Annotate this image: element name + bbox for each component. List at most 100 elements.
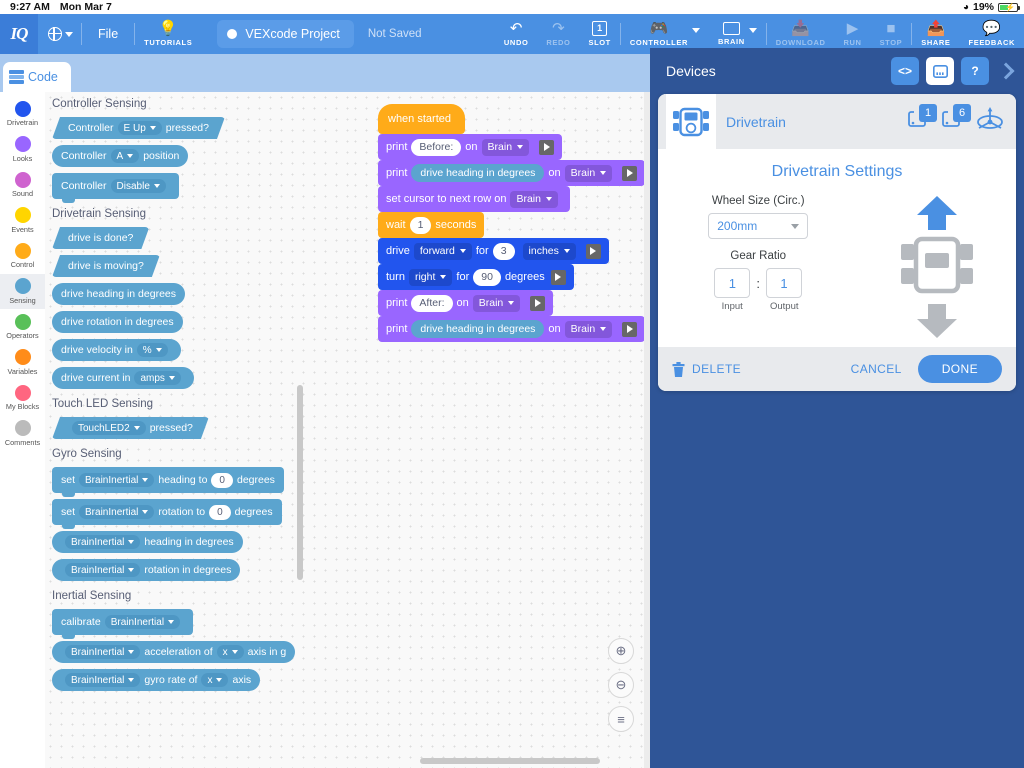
category-events[interactable]: Events (0, 203, 45, 239)
workspace-block[interactable]: when started (378, 104, 465, 134)
block-dropdown[interactable]: inches (522, 242, 576, 260)
category-sound[interactable]: Sound (0, 167, 45, 203)
expand-arrow-icon[interactable] (550, 269, 566, 285)
expand-arrow-icon[interactable] (585, 243, 601, 259)
wheel-size-select[interactable]: 200mm (708, 213, 809, 239)
block-input[interactable]: 3 (492, 242, 515, 260)
share-button[interactable]: 📤 SHARE (912, 14, 959, 54)
help-icon[interactable]: ? (961, 57, 989, 85)
block-dropdown[interactable]: BrainInertial (65, 645, 141, 659)
reporter-block[interactable]: drive heading in degrees (411, 320, 545, 338)
expand-arrow-icon[interactable] (622, 321, 638, 337)
block-dropdown[interactable]: BrainInertial (79, 505, 155, 519)
block-dropdown[interactable]: x (201, 673, 229, 687)
block-input[interactable]: 90 (473, 268, 501, 286)
block-dropdown[interactable]: forward (413, 242, 472, 260)
block-dropdown[interactable]: Brain (510, 190, 558, 208)
block-dropdown[interactable]: % (136, 343, 168, 357)
palette-block[interactable]: drive is moving? (52, 255, 160, 277)
device-card-header[interactable]: Drivetrain 1 6 (658, 94, 1016, 149)
left-motor-port[interactable]: 1 (908, 104, 937, 134)
reporter-block[interactable]: drive heading in degrees (411, 164, 545, 182)
block-input[interactable]: Before: (411, 138, 462, 156)
tab-code[interactable]: Code (3, 62, 71, 92)
block-dropdown[interactable]: Brain (472, 294, 521, 312)
cancel-button[interactable]: CANCEL (850, 362, 902, 376)
workspace-hscrollbar[interactable] (420, 758, 600, 764)
expand-arrow-icon[interactable] (539, 139, 555, 155)
block-input[interactable]: 1 (409, 216, 432, 234)
palette-block[interactable]: drive velocity in% (52, 339, 181, 361)
category-my-blocks[interactable]: My Blocks (0, 380, 45, 416)
language-selector[interactable] (38, 14, 81, 54)
block-dropdown[interactable]: BrainInertial (104, 615, 181, 629)
block-dropdown[interactable]: BrainInertial (65, 673, 141, 687)
slot-button[interactable]: 1 SLOT (579, 14, 619, 54)
block-dropdown[interactable]: Brain (481, 138, 530, 156)
right-motor-port[interactable]: 6 (942, 104, 971, 134)
block-dropdown[interactable]: BrainInertial (65, 535, 141, 549)
block-dropdown[interactable]: Brain (564, 320, 613, 338)
category-drivetrain[interactable]: Drivetrain (0, 96, 45, 132)
category-comments[interactable]: Comments (0, 416, 45, 452)
block-input[interactable]: 0 (209, 504, 231, 520)
tutorials-button[interactable]: 💡 TUTORIALS (135, 14, 201, 54)
palette-scrollbar[interactable] (297, 385, 303, 580)
expand-arrow-icon[interactable] (622, 165, 638, 181)
category-looks[interactable]: Looks (0, 132, 45, 168)
download-button[interactable]: 📥 DOWNLOAD (767, 14, 835, 54)
expand-arrow-icon[interactable] (530, 295, 546, 311)
block-dropdown[interactable]: Brain (564, 164, 613, 182)
code-view-icon[interactable]: <> (891, 57, 919, 85)
block-dropdown[interactable]: x (216, 645, 244, 659)
block-dropdown[interactable]: amps (134, 371, 181, 385)
palette-block[interactable]: drive is done? (52, 227, 149, 249)
stop-button[interactable]: ■ STOP (871, 14, 912, 54)
zoom-reset-icon[interactable]: ≡ (608, 706, 634, 732)
done-button[interactable]: DONE (917, 355, 1002, 383)
category-sensing[interactable]: Sensing (0, 273, 45, 309)
palette-block[interactable]: drive rotation in degrees (52, 311, 183, 333)
block-dropdown[interactable]: BrainInertial (79, 473, 155, 487)
feedback-button[interactable]: 💬 FEEDBACK (960, 14, 1024, 54)
category-operators[interactable]: Operators (0, 309, 45, 345)
undo-button[interactable]: ↶ UNDO (495, 14, 537, 54)
zoom-out-icon[interactable]: ⊖ (608, 672, 634, 698)
project-name-chip[interactable]: VEXcode Project (217, 20, 354, 48)
block-dropdown[interactable]: TouchLED2 (72, 421, 146, 435)
category-variables[interactable]: Variables (0, 345, 45, 381)
block-input[interactable]: After: (411, 294, 453, 312)
category-control[interactable]: Control (0, 238, 45, 274)
file-menu-button[interactable]: File (98, 27, 119, 41)
brain-button[interactable]: BRAIN (709, 14, 766, 54)
controller-button[interactable]: 🎮 CONTROLLER (621, 14, 709, 54)
block-dropdown[interactable]: A (110, 149, 140, 163)
redo-button[interactable]: ↷ REDO (537, 14, 579, 54)
block-dropdown[interactable]: right (408, 268, 453, 286)
zoom-in-icon[interactable]: ⊕ (608, 638, 634, 664)
block-dropdown[interactable]: BrainInertial (65, 563, 141, 577)
run-button[interactable]: ▶ RUN (835, 14, 871, 54)
block-input[interactable]: 0 (211, 472, 233, 488)
chevron-right-icon[interactable] (997, 62, 1015, 80)
palette-block[interactable]: drive heading in degrees (52, 283, 185, 305)
